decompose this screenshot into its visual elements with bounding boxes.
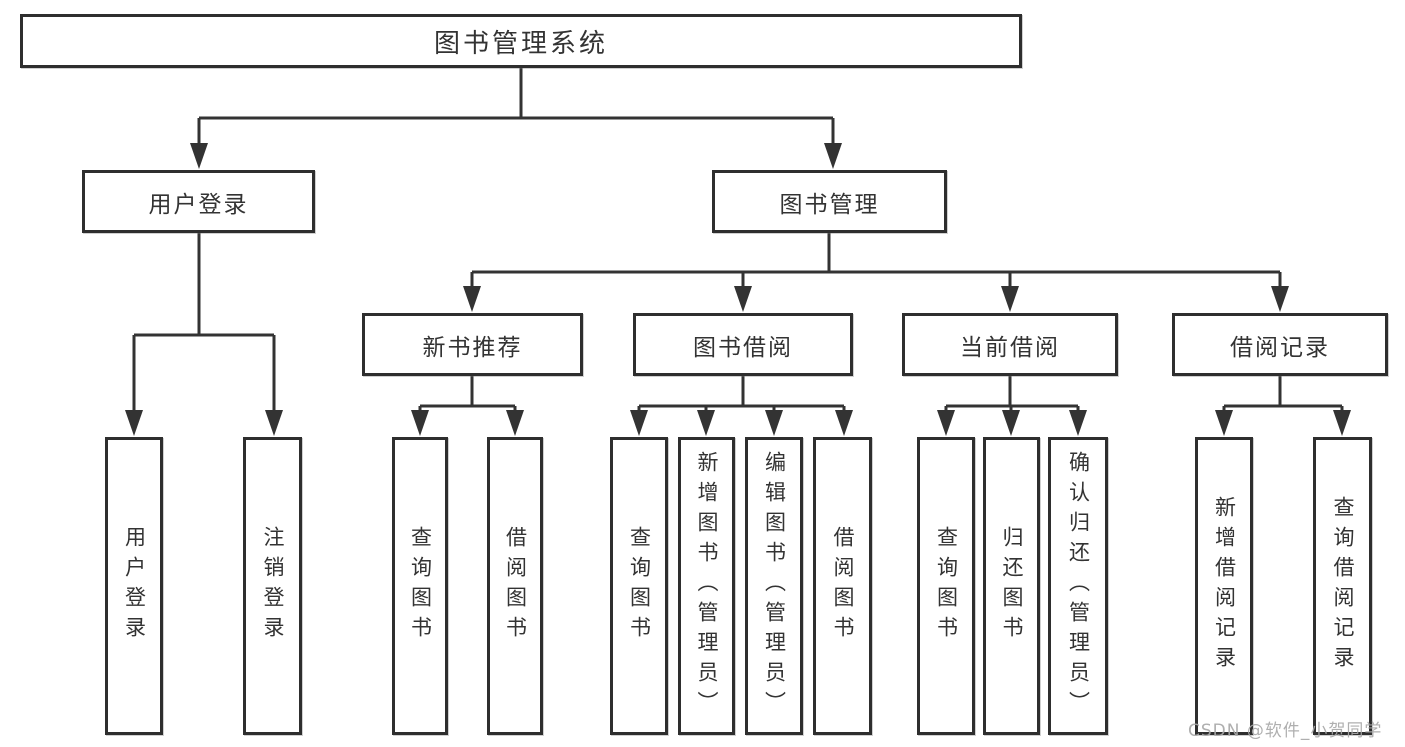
node-book-management: 图书管理 <box>712 170 947 233</box>
node-library-system-label: 图书管理系统 <box>433 28 608 59</box>
leaf-add-borrow-record-label: 新增借阅记录 <box>1212 496 1237 676</box>
leaf-query-books-current: 查询图书 <box>917 437 975 735</box>
leaf-borrow-books-borrowing: 借阅图书 <box>813 437 872 735</box>
node-current-borrowing-label: 当前借阅 <box>960 334 1060 361</box>
leaf-query-borrow-record-label: 查询借阅记录 <box>1331 496 1355 676</box>
node-library-system: 图书管理系统 <box>20 14 1022 68</box>
leaf-edit-book-admin-label: 编辑图书（管理员） <box>762 451 787 721</box>
csdn-watermark: CSDN @软件_小贺同学 <box>1188 721 1383 741</box>
node-current-borrowing: 当前借阅 <box>902 313 1118 376</box>
leaf-return-book-label: 归还图书 <box>1000 526 1024 646</box>
node-book-borrowing-label: 图书借阅 <box>693 334 793 361</box>
leaf-logout: 注销登录 <box>243 437 302 735</box>
leaf-logout-label: 注销登录 <box>261 526 285 646</box>
leaf-add-borrow-record: 新增借阅记录 <box>1195 437 1253 735</box>
node-borrow-records: 借阅记录 <box>1172 313 1388 376</box>
arrowheads <box>125 143 1351 436</box>
leaf-user-login-label: 用户登录 <box>122 526 147 646</box>
node-book-borrowing: 图书借阅 <box>633 313 853 376</box>
leaf-confirm-return-admin: 确认归还（管理员） <box>1048 437 1108 735</box>
leaf-return-book: 归还图书 <box>983 437 1040 735</box>
leaf-query-books-current-label: 查询图书 <box>934 526 959 646</box>
leaf-borrow-books-recommend: 借阅图书 <box>487 437 543 735</box>
leaf-borrow-books-borrowing-label: 借阅图书 <box>831 526 855 646</box>
leaf-query-books-borrowing: 查询图书 <box>610 437 668 735</box>
leaf-query-books-borrowing-label: 查询图书 <box>627 526 652 646</box>
leaf-add-book-admin: 新增图书（管理员） <box>678 437 735 735</box>
node-book-management-label: 图书管理 <box>779 191 880 218</box>
leaf-query-borrow-record: 查询借阅记录 <box>1313 437 1372 735</box>
leaf-query-books-recommend: 查询图书 <box>392 437 448 735</box>
leaf-edit-book-admin: 编辑图书（管理员） <box>745 437 803 735</box>
node-borrow-records-label: 借阅记录 <box>1230 334 1330 361</box>
leaf-query-books-recommend-label: 查询图书 <box>408 526 433 646</box>
node-new-book-recommend-label: 新书推荐 <box>422 334 523 361</box>
node-user-login-label: 用户登录 <box>148 191 249 218</box>
leaf-confirm-return-admin-label: 确认归还（管理员） <box>1066 451 1091 721</box>
node-user-login: 用户登录 <box>82 170 315 233</box>
leaf-add-book-admin-label: 新增图书（管理员） <box>695 451 719 721</box>
node-new-book-recommend: 新书推荐 <box>362 313 583 376</box>
leaf-borrow-books-recommend-label: 借阅图书 <box>503 526 528 646</box>
leaf-user-login: 用户登录 <box>105 437 163 735</box>
